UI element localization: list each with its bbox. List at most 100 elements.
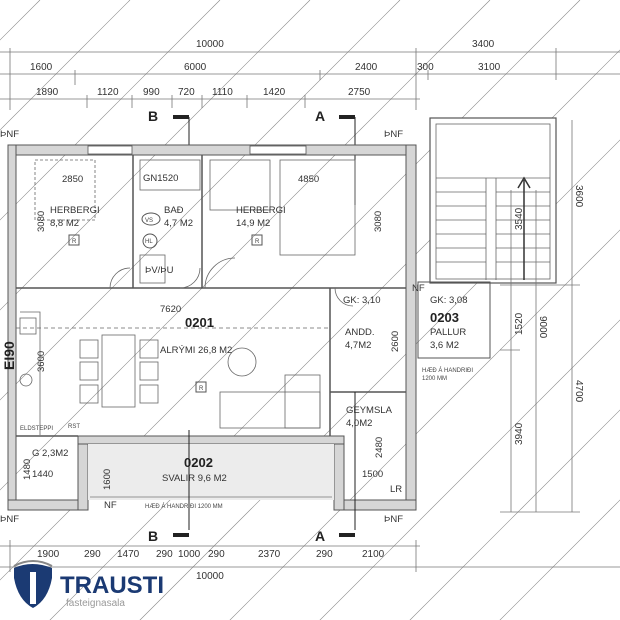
section-marker-a-bottom: A (315, 528, 325, 544)
dim-svalir-h: 1600 (102, 469, 113, 490)
svg-text:R: R (199, 386, 204, 392)
svg-text:HL: HL (145, 239, 153, 245)
dim-bottom-0: 1900 (37, 549, 60, 560)
dim-bottom-1: 290 (84, 549, 101, 560)
section-cut-a-bottom (339, 533, 355, 537)
room-g-name: G 2,3M2 (32, 448, 68, 459)
dim-top3-1: 1120 (97, 87, 119, 98)
dim-g-h: 1480 (22, 459, 33, 480)
dim-top2-3: 300 (417, 62, 434, 73)
room-andd-gk: GK: 3,10 (343, 295, 381, 306)
windows (87, 145, 307, 155)
dim-top3-6: 2750 (348, 87, 371, 98)
dim-alrymi-h: 3600 (36, 351, 47, 372)
dim-bottom-4: 1000 (178, 549, 201, 560)
bed-small (34, 159, 96, 221)
room-svalir-name: SVALIR 9,6 M2 (162, 473, 227, 484)
room-pallur-gk: GK: 3,08 (430, 295, 468, 306)
dim-top3-0: 1890 (36, 87, 59, 98)
room-herbergi2-name: HERBERGI (236, 205, 286, 216)
dim-total-bottom: 10000 (196, 571, 224, 582)
room-andd-area: 4,7M2 (345, 340, 371, 351)
label-nf-right: NF (412, 283, 425, 294)
dim-geymsla-h: 2480 (374, 437, 385, 458)
dim-bottom-6: 2370 (258, 549, 281, 560)
shower-area (139, 159, 201, 191)
dim-top3-3: 720 (178, 87, 195, 98)
room-herbergi1-name: HERBERGI (50, 205, 100, 216)
room-andd-name: ANDD. (345, 327, 375, 338)
room-pallur-number: 0203 (430, 310, 459, 325)
svalir-railing-note: HÆÐ Á HANDRIÐI 1200 MM (145, 503, 223, 510)
svg-text:R: R (72, 239, 77, 245)
room-pallur-name: PALLUR (430, 327, 466, 338)
top-dimension-lines (0, 48, 620, 110)
staircase (417, 117, 557, 359)
wardrobe (209, 159, 271, 211)
room-geymsla-name: GEYMSLA (346, 405, 393, 416)
dim-bad-gn: GN1520 (143, 173, 178, 184)
dim-top2-1: 6000 (184, 62, 207, 73)
dim-geymsla-w: 1500 (362, 469, 383, 480)
door-swing-bad (179, 267, 201, 289)
label-pnf-bl: ÞNF (0, 514, 19, 525)
room-alrymi-name: ALRÝMI 26,8 M2 (160, 345, 232, 356)
dim-total-top: 10000 (196, 39, 224, 50)
section-marker-b-top: B (148, 108, 158, 124)
dim-top2-2: 2400 (355, 62, 378, 73)
dim-herbergi2-w: 4850 (298, 174, 319, 185)
section-marker-b-bottom: B (148, 528, 158, 544)
label-pnf-tr: ÞNF (384, 129, 403, 140)
interior-walls (16, 155, 406, 437)
dim-bottom-8: 2100 (362, 549, 385, 560)
bottom-dimension-lines (0, 540, 620, 572)
dim-top3-2: 990 (143, 87, 160, 98)
dim-right-4700: 4700 (573, 380, 584, 403)
trausti-logo: TRAUSTI fasteignasala (13, 560, 164, 609)
label-pnf-tl: ÞNF (0, 129, 19, 140)
washer-box (139, 254, 166, 284)
room-bad-area: 4,7 M2 (164, 218, 193, 229)
section-cut-a-top (339, 115, 355, 119)
room-geymsla-area: 4,0M2 (346, 418, 372, 429)
label-rst: RST (68, 424, 80, 430)
room-svalir-number: 0202 (184, 455, 213, 470)
radiator-icon (251, 234, 263, 246)
svg-text:R: R (255, 239, 260, 245)
section-marker-a-top: A (315, 108, 325, 124)
balcony-area (88, 444, 334, 500)
dim-herbergi1-h: 3080 (36, 211, 47, 232)
radiator-icon (195, 381, 207, 393)
stove (19, 373, 33, 387)
dim-top3-4: 1110 (212, 87, 233, 98)
dim-top2-4: 3100 (478, 62, 501, 73)
pallur-railing-note2: 1200 MM (422, 376, 447, 382)
door-swing-herbergi2 (204, 257, 236, 289)
dim-right-9000: 9000 (537, 316, 548, 339)
room-bad-name: BAÐ (164, 205, 184, 216)
dim-right-3540: 3540 (514, 207, 525, 230)
dim-herbergi1-w: 2850 (62, 174, 83, 185)
round-table (227, 347, 257, 377)
radiator-icon (68, 234, 80, 246)
section-cut-b-bottom (173, 533, 189, 537)
dim-bottom-3: 290 (156, 549, 173, 560)
door-swing-herbergi1 (109, 267, 131, 289)
dim-top2-0: 1600 (30, 62, 53, 73)
dim-alrymi-w: 7620 (160, 304, 181, 315)
washbasin-icon (142, 233, 158, 249)
dim-bottom-2: 1470 (117, 549, 140, 560)
bed (279, 159, 356, 256)
svg-text:VS: VS (145, 218, 153, 224)
kitchen-counter (20, 311, 41, 435)
dim-right-1520: 1520 (514, 312, 525, 335)
room-alrymi-number: 0201 (185, 315, 214, 330)
label-washer: ÞV/ÞU (145, 265, 174, 276)
exterior-walls (7, 144, 417, 511)
dim-g-w: 1440 (32, 469, 53, 480)
pallur-railing-note1: HÆÐ Á HANDRIÐI (422, 367, 473, 374)
sofa (219, 391, 321, 429)
dim-right-3600: 3600 (573, 185, 584, 208)
